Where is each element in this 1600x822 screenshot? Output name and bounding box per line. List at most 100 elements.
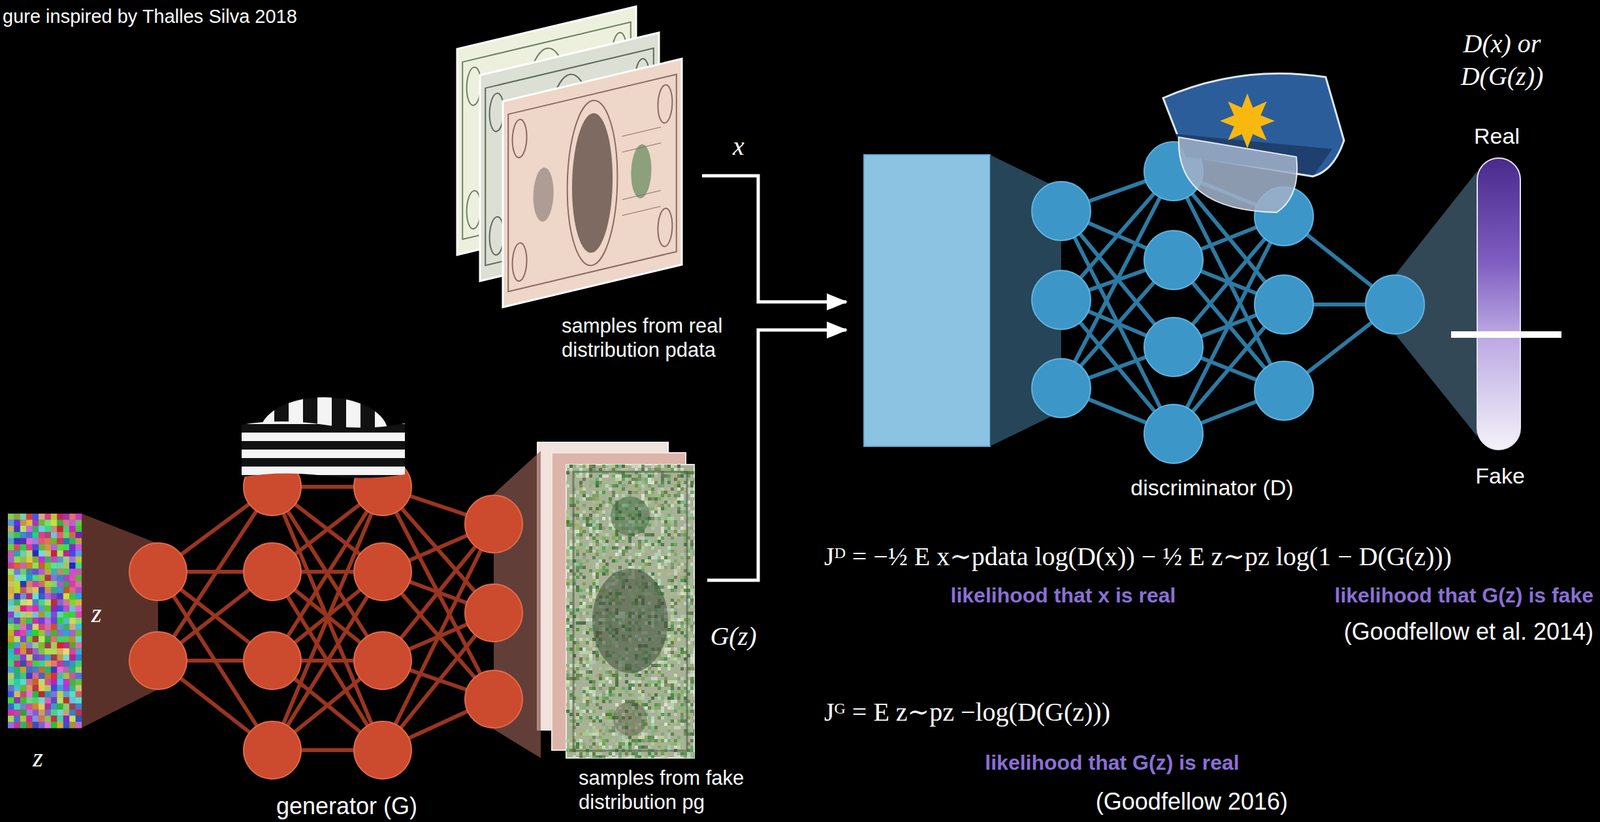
noise-pixel [576, 666, 580, 671]
noise-pixel [638, 679, 642, 684]
noise-pixel [621, 474, 625, 478]
noise-pixel [644, 754, 648, 758]
noise-pixel [638, 735, 642, 739]
noise-pixel [595, 581, 599, 586]
noise-pixel [670, 627, 674, 631]
noise-pixel [634, 552, 639, 556]
noise-pixel [654, 500, 658, 504]
noise-pixel [670, 510, 674, 514]
noise-pixel [651, 715, 655, 720]
noise-pixel [589, 496, 593, 501]
noise-pixel [647, 709, 652, 713]
noise-pixel [690, 598, 694, 602]
noise-pixel [657, 663, 661, 667]
noise-pixel [585, 493, 590, 497]
noise-pixel [582, 467, 586, 471]
noise-pixel [585, 549, 590, 553]
note-engraving [622, 190, 661, 200]
noise-pixel [657, 666, 661, 671]
noise-pixel [615, 689, 619, 693]
noise-pixel [579, 519, 583, 524]
noise-pixel [664, 565, 668, 569]
noise-pixel [670, 624, 674, 628]
noise-pixel [608, 523, 612, 527]
noise-pixel [582, 487, 586, 491]
noise-pixel [615, 477, 619, 481]
noise-pixel [576, 696, 580, 700]
noise-pixel [621, 464, 625, 468]
noise-pixel [690, 634, 694, 638]
noise-pixel [579, 692, 583, 697]
noise-pixel [608, 464, 612, 468]
noise-pixel [690, 470, 694, 475]
noise-pixel [660, 493, 665, 497]
noise-pixel [631, 559, 635, 563]
noise-pixel [602, 712, 606, 716]
noise-pixel [680, 474, 684, 478]
noise-pixel [673, 624, 678, 628]
noise-pixel [657, 581, 661, 586]
noise-pixel [582, 647, 586, 651]
noise-pixel [638, 464, 642, 468]
noise-pixel [657, 539, 661, 543]
noise-pixel [644, 480, 648, 484]
noise-pixel [634, 751, 639, 755]
noise-pixel [579, 614, 583, 618]
noise-pixel [647, 467, 652, 471]
noise-pixel [592, 588, 596, 592]
noise-pixel [644, 705, 648, 710]
noise-pixel [680, 496, 684, 501]
noise-pixel [602, 464, 606, 468]
noise-pixel [579, 474, 583, 478]
noise-pixel [576, 712, 580, 716]
noise-pixel [654, 513, 658, 517]
noise-pixel [566, 611, 570, 615]
noise-pixel [664, 653, 668, 657]
noise-pixel [589, 480, 593, 484]
noise-pixel [611, 532, 616, 537]
noise-pixel [585, 536, 590, 540]
noise-pixel [585, 663, 590, 667]
noise-pixel [667, 516, 671, 520]
noise-pixel [566, 519, 570, 524]
noise-pixel [634, 467, 639, 471]
noise-pixel [651, 670, 655, 674]
noise-pixel [582, 670, 586, 674]
noise-pixel [657, 709, 661, 713]
noise-pixel [670, 467, 674, 471]
noise-pixel [582, 663, 586, 667]
noise-pixel [628, 536, 632, 540]
noise-pixel [657, 705, 661, 710]
noise-pixel [582, 493, 586, 497]
noise-pixel [576, 745, 580, 749]
noise-pixel [595, 656, 599, 661]
noise-pixel [693, 683, 695, 687]
noise-pixel [680, 650, 684, 654]
noise-pixel [592, 741, 596, 746]
noise-pixel [664, 696, 668, 700]
noise-pixel [638, 487, 642, 491]
noise-pixel [585, 637, 590, 641]
noise-pixel [690, 516, 694, 520]
noise-pixel [644, 735, 648, 739]
noise-pixel [566, 647, 570, 651]
noise-pixel [644, 732, 648, 736]
noise-pixel [576, 490, 580, 494]
noise-pixel [651, 493, 655, 497]
noise-pixel [595, 738, 599, 742]
noise-pixel [677, 735, 681, 739]
noise-pixel [585, 496, 590, 501]
noise-pixel [602, 545, 606, 550]
noise-pixel [569, 601, 573, 605]
noise-pixel [595, 728, 599, 733]
noise-pixel [667, 705, 671, 710]
noise-pixel [628, 692, 632, 697]
noise-pixel [660, 754, 665, 758]
noise-pixel [621, 686, 625, 690]
noise-pixel [582, 594, 586, 599]
noise-pixel [579, 670, 583, 674]
noise-pixel [595, 532, 599, 537]
noise-pixel [582, 754, 586, 758]
noise-pixel [667, 745, 671, 749]
noise-pixel [608, 715, 612, 720]
